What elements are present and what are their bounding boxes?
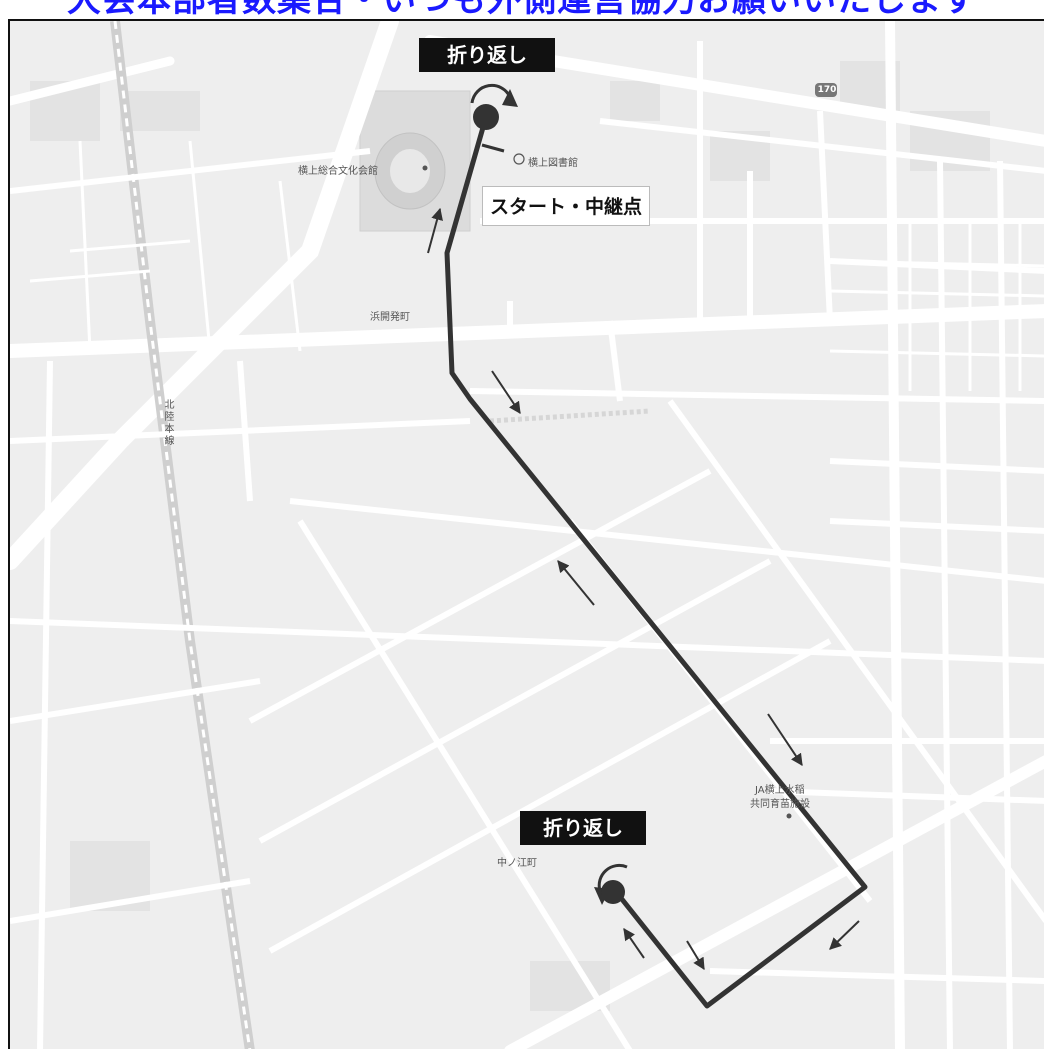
map-canvas[interactable]	[10, 21, 1044, 1049]
hamakaihatsu-label: 浜開発町	[370, 312, 410, 323]
race-route	[444, 116, 868, 1009]
culture-hall-label: 横上総合文化会館	[298, 166, 378, 177]
railway-label: 北陸本線	[162, 399, 173, 447]
map-block	[610, 81, 660, 121]
direction-arrow	[686, 940, 705, 971]
road-northwest	[10, 56, 175, 106]
turnaround-label-bottom: 折り返し	[520, 811, 646, 845]
direction-arrow	[491, 370, 521, 414]
turnaround-marker-top	[470, 83, 518, 130]
turnaround-label-top: 折り返し	[419, 38, 555, 72]
library-label: 横上図書館	[528, 158, 578, 169]
map-frame[interactable]: 折り返し 折り返し スタート・中継点 横上総合文化会館 横上図書館 浜開発町 中…	[8, 19, 1044, 1049]
ja-facility-label-1: JA横上水稲	[755, 785, 805, 796]
culture-hall-dot	[422, 165, 428, 171]
direction-arrow	[623, 928, 645, 959]
main-road-east-west	[10, 304, 1044, 358]
route-shield-170	[815, 83, 837, 97]
ja-facility-dot	[786, 813, 792, 819]
direction-arrow	[829, 920, 860, 950]
culture-hall-grounds	[359, 90, 471, 232]
direction-arrow	[427, 207, 443, 254]
header-text: 大会本部者数集合・いつも外側運営協力お願いいたします	[0, 0, 1044, 18]
route-shield-label: 170	[817, 85, 837, 95]
library-icon	[513, 153, 525, 165]
canal	[489, 408, 651, 424]
start-line-mark	[481, 143, 505, 153]
railway-line	[110, 21, 255, 1049]
direction-arrow	[557, 560, 595, 606]
road-north-south-east	[885, 21, 905, 1049]
map-block	[120, 91, 200, 131]
start-point-label: スタート・中継点	[482, 186, 650, 226]
direction-arrow	[767, 713, 803, 766]
turnaround-marker-bottom	[594, 863, 628, 905]
header-banner: 大会本部者数集合・いつも外側運営協力お願いいたします	[0, 0, 1044, 18]
ja-facility-label-2: 共同育苗施設	[750, 799, 810, 810]
nakanoe-label: 中ノ江町	[497, 858, 537, 869]
